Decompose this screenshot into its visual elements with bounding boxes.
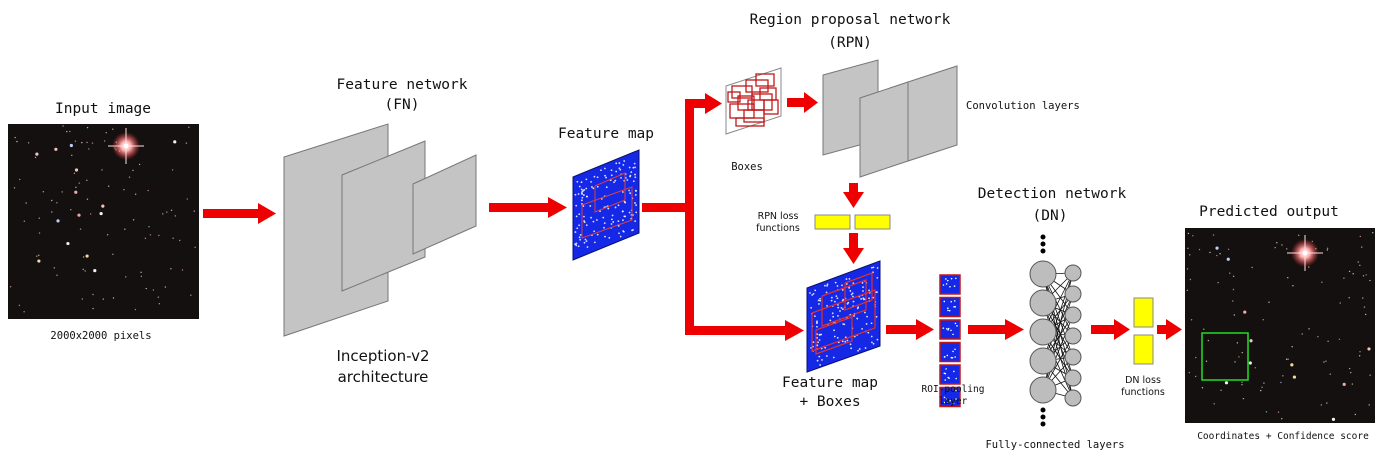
- arrow-fn-to-featuremap: [489, 197, 567, 218]
- fc-layers-label: Fully-connected layers: [985, 439, 1125, 451]
- arrow-rpnloss-to-combined: [843, 233, 864, 264]
- boxes-image: [725, 67, 782, 135]
- output-title: Predicted output: [1199, 204, 1339, 220]
- combined-label-line2: + Boxes: [799, 394, 861, 410]
- roi-label-line1: ROI-pooling: [921, 384, 985, 395]
- arrow-input-to-fn: [203, 203, 276, 224]
- rpn-loss-boxes: [814, 214, 891, 230]
- dn-title-line2: (DN): [1032, 208, 1068, 224]
- rpn-title-line2: (RPN): [828, 35, 872, 51]
- fn-caption-line2: architecture: [337, 368, 429, 386]
- arrow-boxes-to-conv: [787, 92, 818, 113]
- input-starfield: [9, 125, 196, 313]
- rpn-loss-line1: RPN loss: [757, 211, 799, 222]
- input-title: Input image: [54, 101, 152, 117]
- arrow-dnloss-to-output: [1157, 319, 1182, 340]
- fn-caption-line1: Inception-v2: [336, 347, 430, 365]
- boxes-label: Boxes: [731, 161, 763, 173]
- rpn-convolution-layers: [822, 59, 958, 178]
- arrow-dn-to-dnloss: [1091, 319, 1130, 340]
- detection-box: [1201, 332, 1249, 381]
- feature-map-image: [572, 149, 640, 261]
- dn-loss-boxes: [1133, 297, 1154, 365]
- arrow-conv-to-rpnloss: [843, 183, 864, 208]
- dn-loss-line2: functions: [1121, 387, 1165, 398]
- arrow-roi-to-dn: [968, 319, 1024, 340]
- conv-layers-label: Convolution layers: [966, 100, 1080, 112]
- combined-label-line1: Feature map: [781, 375, 879, 391]
- dn-loss-line1: DN loss: [1125, 375, 1161, 386]
- roi-pooling-stack: [939, 274, 961, 408]
- fn-title-line2: (FN): [384, 97, 420, 113]
- combined-feature-map: [806, 260, 881, 373]
- dn-title-line1: Detection network: [977, 186, 1127, 202]
- output-caption: Coordinates + Confidence score: [1197, 431, 1369, 442]
- arrow-featuremap-branch: [642, 93, 804, 341]
- fn-title-line1: Feature network: [336, 77, 468, 93]
- feature-map-title: Feature map: [557, 126, 655, 142]
- rpn-title-line1: Region proposal network: [749, 12, 951, 28]
- input-image: [8, 124, 199, 319]
- feature-network-layers: [283, 123, 477, 337]
- roi-label-line2: layer: [938, 396, 968, 407]
- predicted-output-image: [1185, 228, 1375, 423]
- rpn-loss-line2: functions: [756, 223, 800, 234]
- detection-network: [1029, 234, 1082, 427]
- arrow-combined-to-roi: [886, 319, 934, 340]
- input-caption: 2000x2000 pixels: [50, 330, 152, 342]
